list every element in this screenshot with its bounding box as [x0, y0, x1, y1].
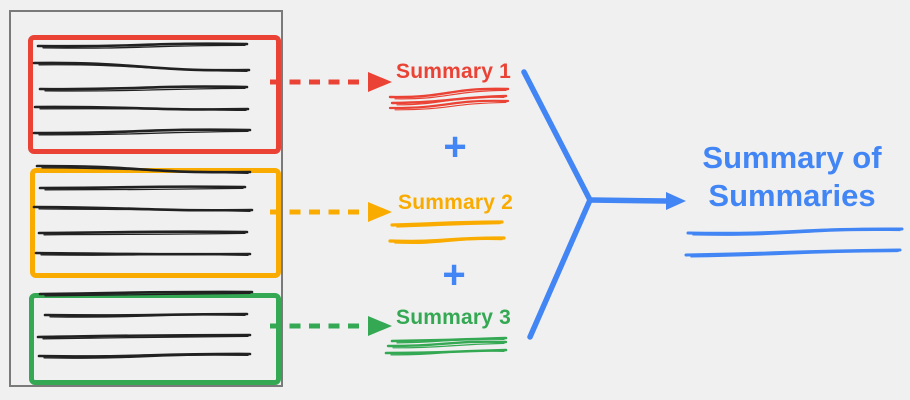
- document-section-green: [29, 293, 281, 385]
- merge-arrow: [587, 192, 686, 210]
- result-title-line-2: Summaries: [708, 178, 876, 213]
- source-document: [9, 10, 283, 387]
- merge-bracket: [521, 69, 593, 340]
- plus-icon: +: [442, 253, 466, 297]
- summary-of-summaries-title: Summary of Summaries: [690, 139, 894, 215]
- summary-2-underline: [388, 220, 506, 244]
- red-dashed-arrow: [270, 72, 392, 92]
- summary-3-label: Summary 3: [396, 306, 512, 329]
- result-underline: [684, 227, 904, 258]
- summary-1-underline: [388, 87, 510, 111]
- summary-3-underline: [384, 336, 508, 356]
- orange-dashed-arrow: [270, 202, 392, 222]
- document-section-red: [28, 35, 281, 154]
- result-title-line-1: Summary of: [702, 140, 882, 175]
- plus-icon: +: [443, 125, 467, 169]
- summary-2-label: Summary 2: [398, 191, 514, 214]
- document-section-orange: [30, 168, 281, 278]
- summary-1-label: Summary 1: [396, 60, 512, 83]
- green-dashed-arrow: [270, 316, 392, 336]
